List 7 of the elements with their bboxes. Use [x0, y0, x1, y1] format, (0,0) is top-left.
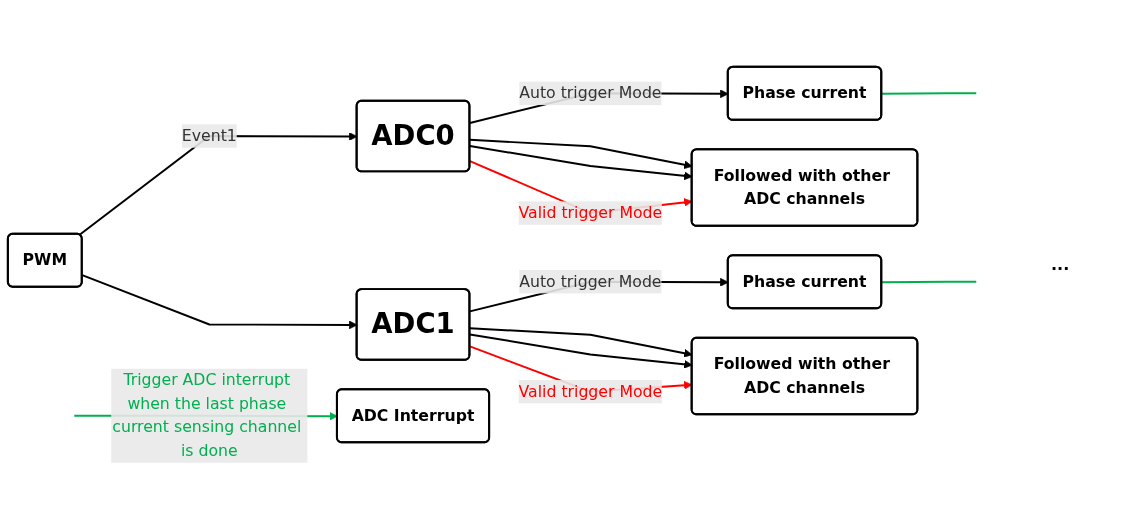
edge-label: Valid trigger Mode	[518, 381, 663, 401]
note-text: ...	[1051, 255, 1071, 274]
edge-label: Trigger ADC interrupt when the last phase current sensing channel is done	[112, 370, 302, 460]
edge-label: Event1	[181, 125, 237, 145]
edge-label: Valid trigger Mode	[518, 202, 663, 222]
edge-label: Auto trigger Mode	[519, 271, 662, 291]
edge-label: Auto trigger Mode	[519, 83, 662, 102]
